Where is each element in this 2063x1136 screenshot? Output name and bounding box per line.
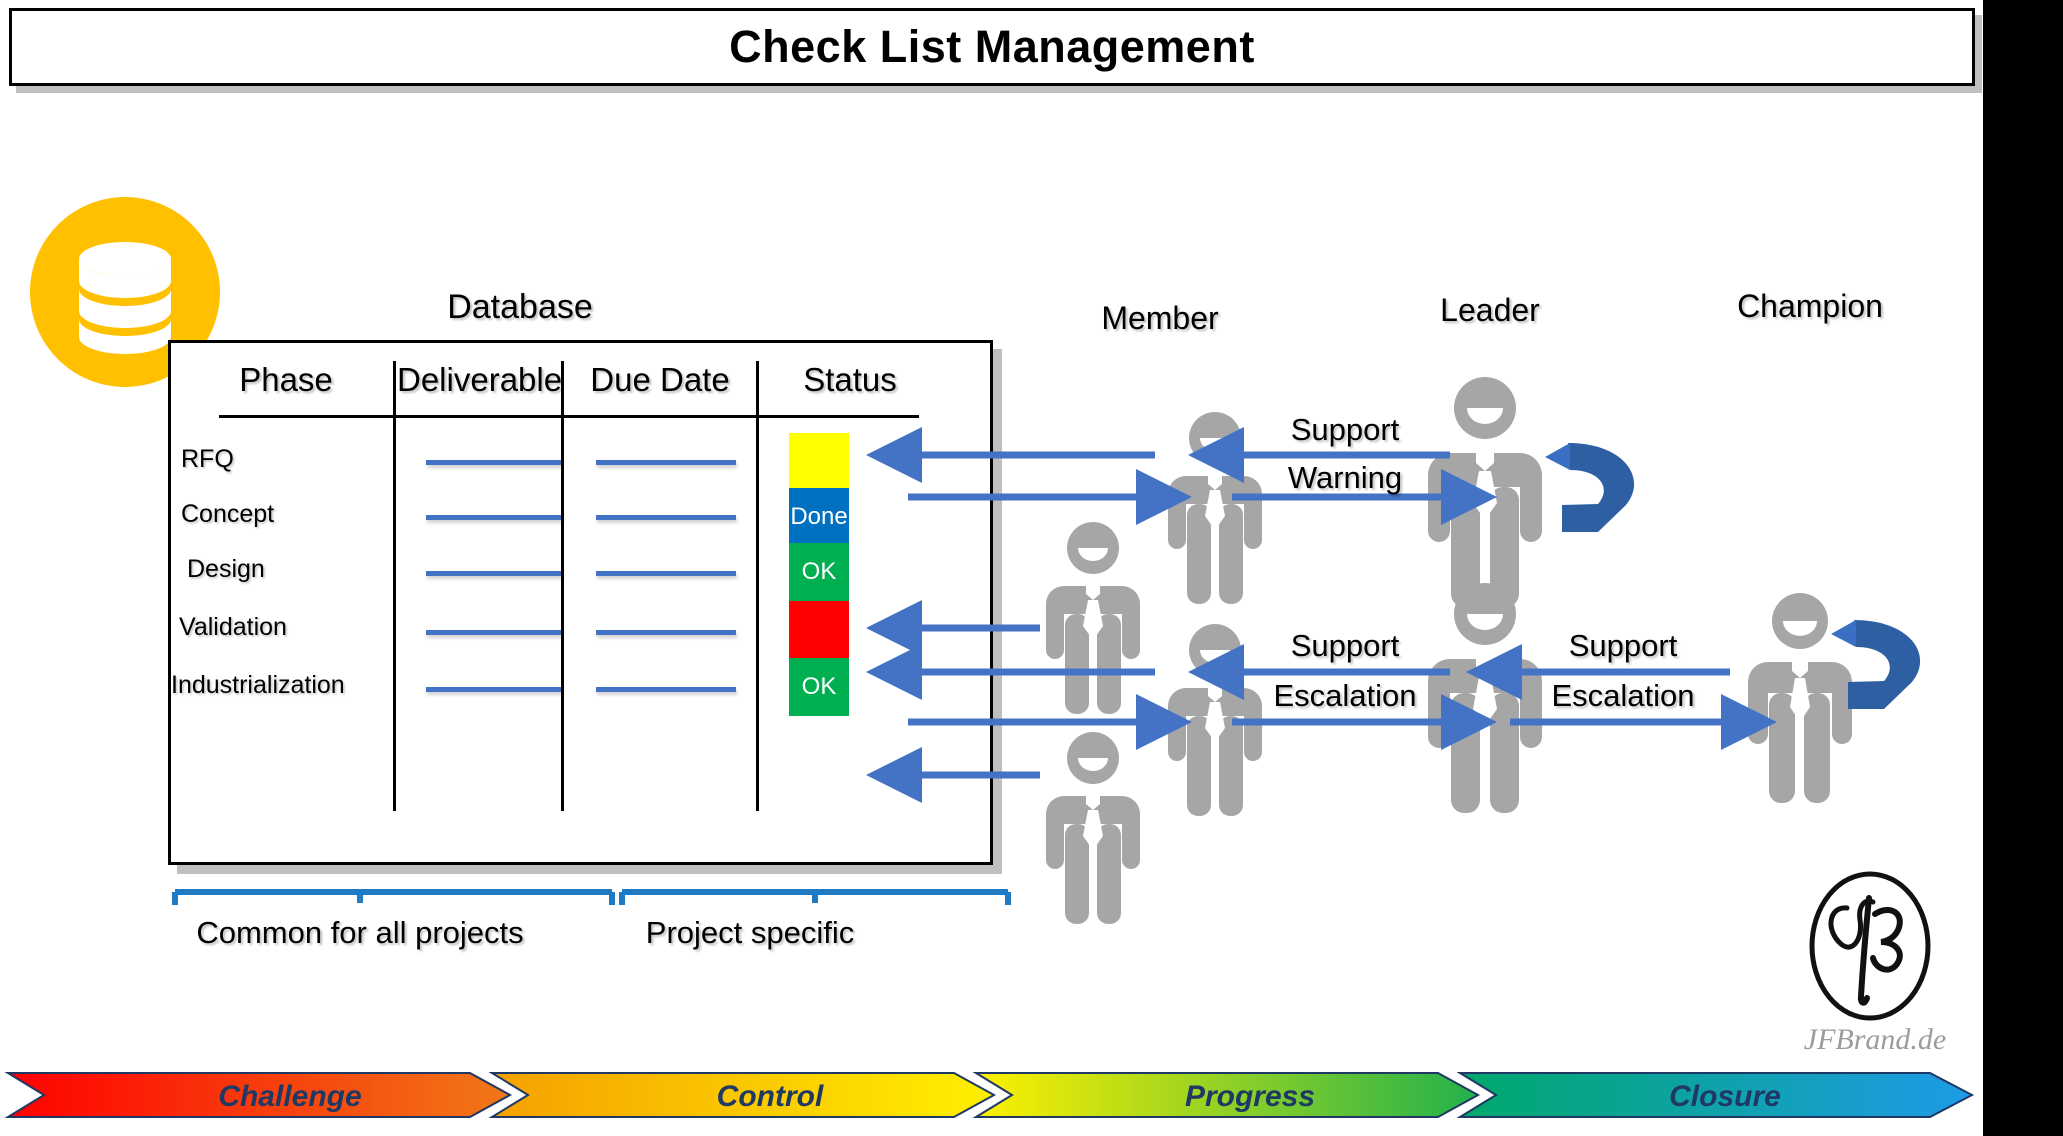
logo-text: JFBrand.de — [1803, 1023, 1947, 1056]
column-header-due-date: Due Date — [590, 361, 730, 398]
due-date-value-line[interactable] — [596, 687, 736, 692]
flow-label-support: Support — [1290, 412, 1400, 447]
flow-label-escalation: Escalation — [1551, 678, 1695, 713]
phase-chevron-bar — [0, 1070, 1983, 1120]
phase-chevron-label-challenge[interactable]: Challenge — [218, 1080, 362, 1113]
due-date-value-line[interactable] — [596, 460, 736, 465]
status-badge[interactable] — [789, 433, 849, 491]
person-member-icon — [1038, 518, 1148, 718]
checklist-table: Phase Deliverable Due Date Status RFQ Co… — [168, 340, 993, 865]
column-separator — [393, 361, 396, 811]
header-rule — [219, 415, 919, 418]
table-row: Concept — [181, 500, 275, 528]
phase-chevron-label-control[interactable]: Control — [716, 1080, 824, 1113]
jfbrand-monogram-icon — [1803, 868, 1938, 1033]
deliverable-value-line[interactable] — [426, 687, 561, 692]
slide-canvas: Check List Management Database Phase Del… — [0, 8, 1983, 1120]
database-label: Database — [447, 288, 593, 326]
column-separator — [561, 361, 564, 811]
table-row: Industrialization — [171, 671, 345, 699]
right-black-bar — [1983, 0, 2063, 1136]
column-header-status: Status — [803, 361, 897, 398]
bracket-project-specific — [619, 889, 1011, 905]
status-badge[interactable]: OK — [789, 543, 849, 601]
phase-chevron-label-closure[interactable]: Closure — [1669, 1080, 1781, 1113]
flow-arrows — [172, 427, 1921, 905]
table-row: RFQ — [181, 445, 234, 473]
column-separator — [756, 361, 759, 811]
bracket-label-project: Project specific — [645, 915, 855, 950]
deliverable-value-line[interactable] — [426, 460, 561, 465]
column-header-phase: Phase — [239, 361, 333, 398]
role-label-champion: Champion — [1737, 288, 1883, 324]
flow-label-warning: Warning — [1287, 460, 1403, 495]
status-badge[interactable]: OK — [789, 658, 849, 716]
title-box: Check List Management — [9, 8, 1975, 86]
person-member-icon — [1038, 728, 1148, 928]
person-champion-icon — [1740, 588, 1860, 808]
flow-label-support: Support — [1568, 628, 1678, 663]
page-title: Check List Management — [729, 21, 1255, 72]
phase-chevron-label-progress[interactable]: Progress — [1184, 1080, 1316, 1113]
due-date-value-line[interactable] — [596, 630, 736, 635]
role-label-leader: Leader — [1440, 292, 1540, 328]
loop-arrow-icon — [1545, 443, 1635, 532]
deliverable-value-line[interactable] — [426, 571, 561, 576]
bracket-common — [172, 889, 615, 905]
role-label-member: Member — [1101, 300, 1219, 336]
column-header-deliverable: Deliverable — [397, 361, 563, 398]
deliverable-value-line[interactable] — [426, 515, 561, 520]
flow-label-escalation: Escalation — [1273, 678, 1417, 713]
due-date-value-line[interactable] — [596, 515, 736, 520]
status-badge[interactable] — [789, 601, 849, 659]
table-row: Validation — [179, 613, 287, 641]
loop-arrow-icon — [1831, 620, 1921, 709]
due-date-value-line[interactable] — [596, 571, 736, 576]
flow-label-support: Support — [1290, 628, 1400, 663]
deliverable-value-line[interactable] — [426, 630, 561, 635]
status-badge[interactable]: Done — [789, 488, 849, 546]
table-row: Design — [187, 555, 265, 583]
bracket-label-common: Common for all projects — [196, 915, 524, 950]
